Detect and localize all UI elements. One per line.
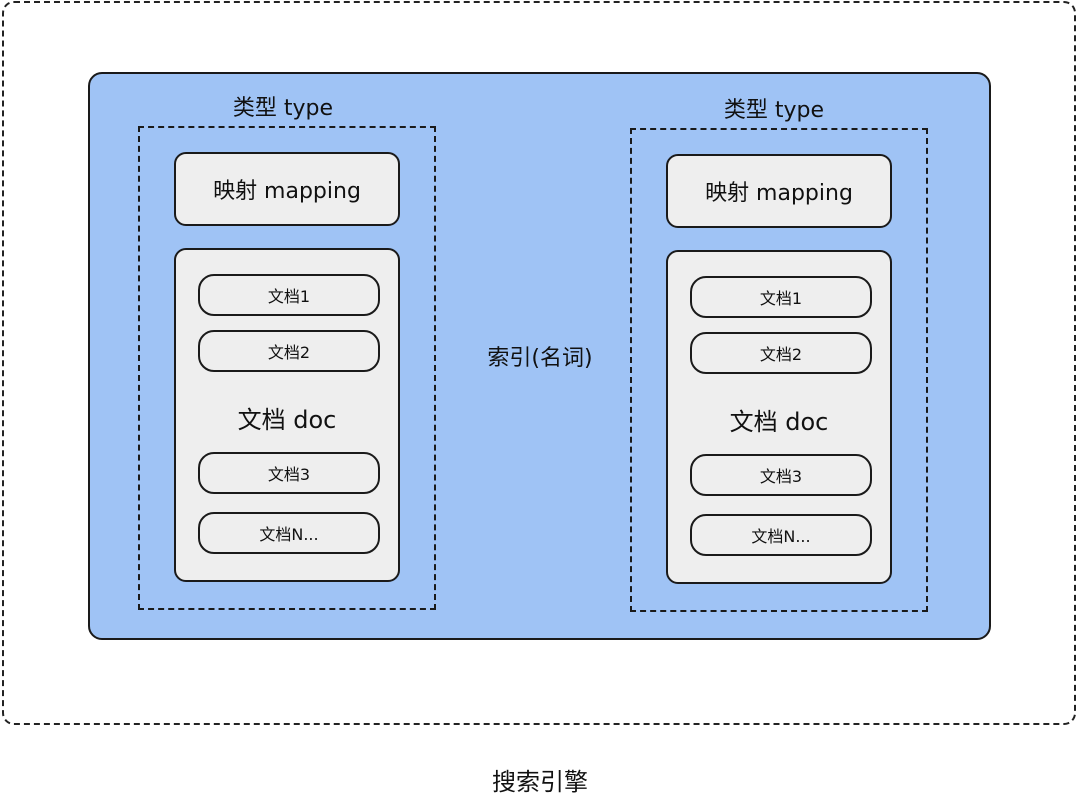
doc-item-n-right: 文档N... <box>690 514 872 556</box>
mapping-box-right: 映射 mapping <box>666 154 892 228</box>
search-engine-frame <box>2 1 1076 725</box>
mapping-box-left: 映射 mapping <box>174 152 400 226</box>
type-box-left: 映射 mapping 文档1 文档2 文档 doc 文档3 文档N... <box>138 126 436 610</box>
type-title-right: 类型 type <box>723 98 825 123</box>
doc-item-n-left: 文档N... <box>198 512 380 554</box>
doc-title-right: 文档 doc <box>729 408 829 436</box>
index-box: 类型 type 映射 mapping 文档1 文档2 文档 doc 文档3 文档… <box>88 72 991 640</box>
doc-item-2-left: 文档2 <box>198 330 380 372</box>
index-label: 索引(名词) <box>487 346 593 371</box>
doc-box-right: 文档1 文档2 文档 doc 文档3 文档N... <box>666 250 892 584</box>
type-box-right: 映射 mapping 文档1 文档2 文档 doc 文档3 文档N... <box>630 128 928 612</box>
type-title-left: 类型 type <box>232 96 334 121</box>
doc-item-1-left: 文档1 <box>198 274 380 316</box>
doc-item-3-right: 文档3 <box>690 454 872 496</box>
doc-title-left: 文档 doc <box>237 406 337 434</box>
search-engine-label: 搜索引擎 <box>492 768 588 796</box>
doc-box-left: 文档1 文档2 文档 doc 文档3 文档N... <box>174 248 400 582</box>
doc-item-1-right: 文档1 <box>690 276 872 318</box>
doc-item-3-left: 文档3 <box>198 452 380 494</box>
doc-item-2-right: 文档2 <box>690 332 872 374</box>
